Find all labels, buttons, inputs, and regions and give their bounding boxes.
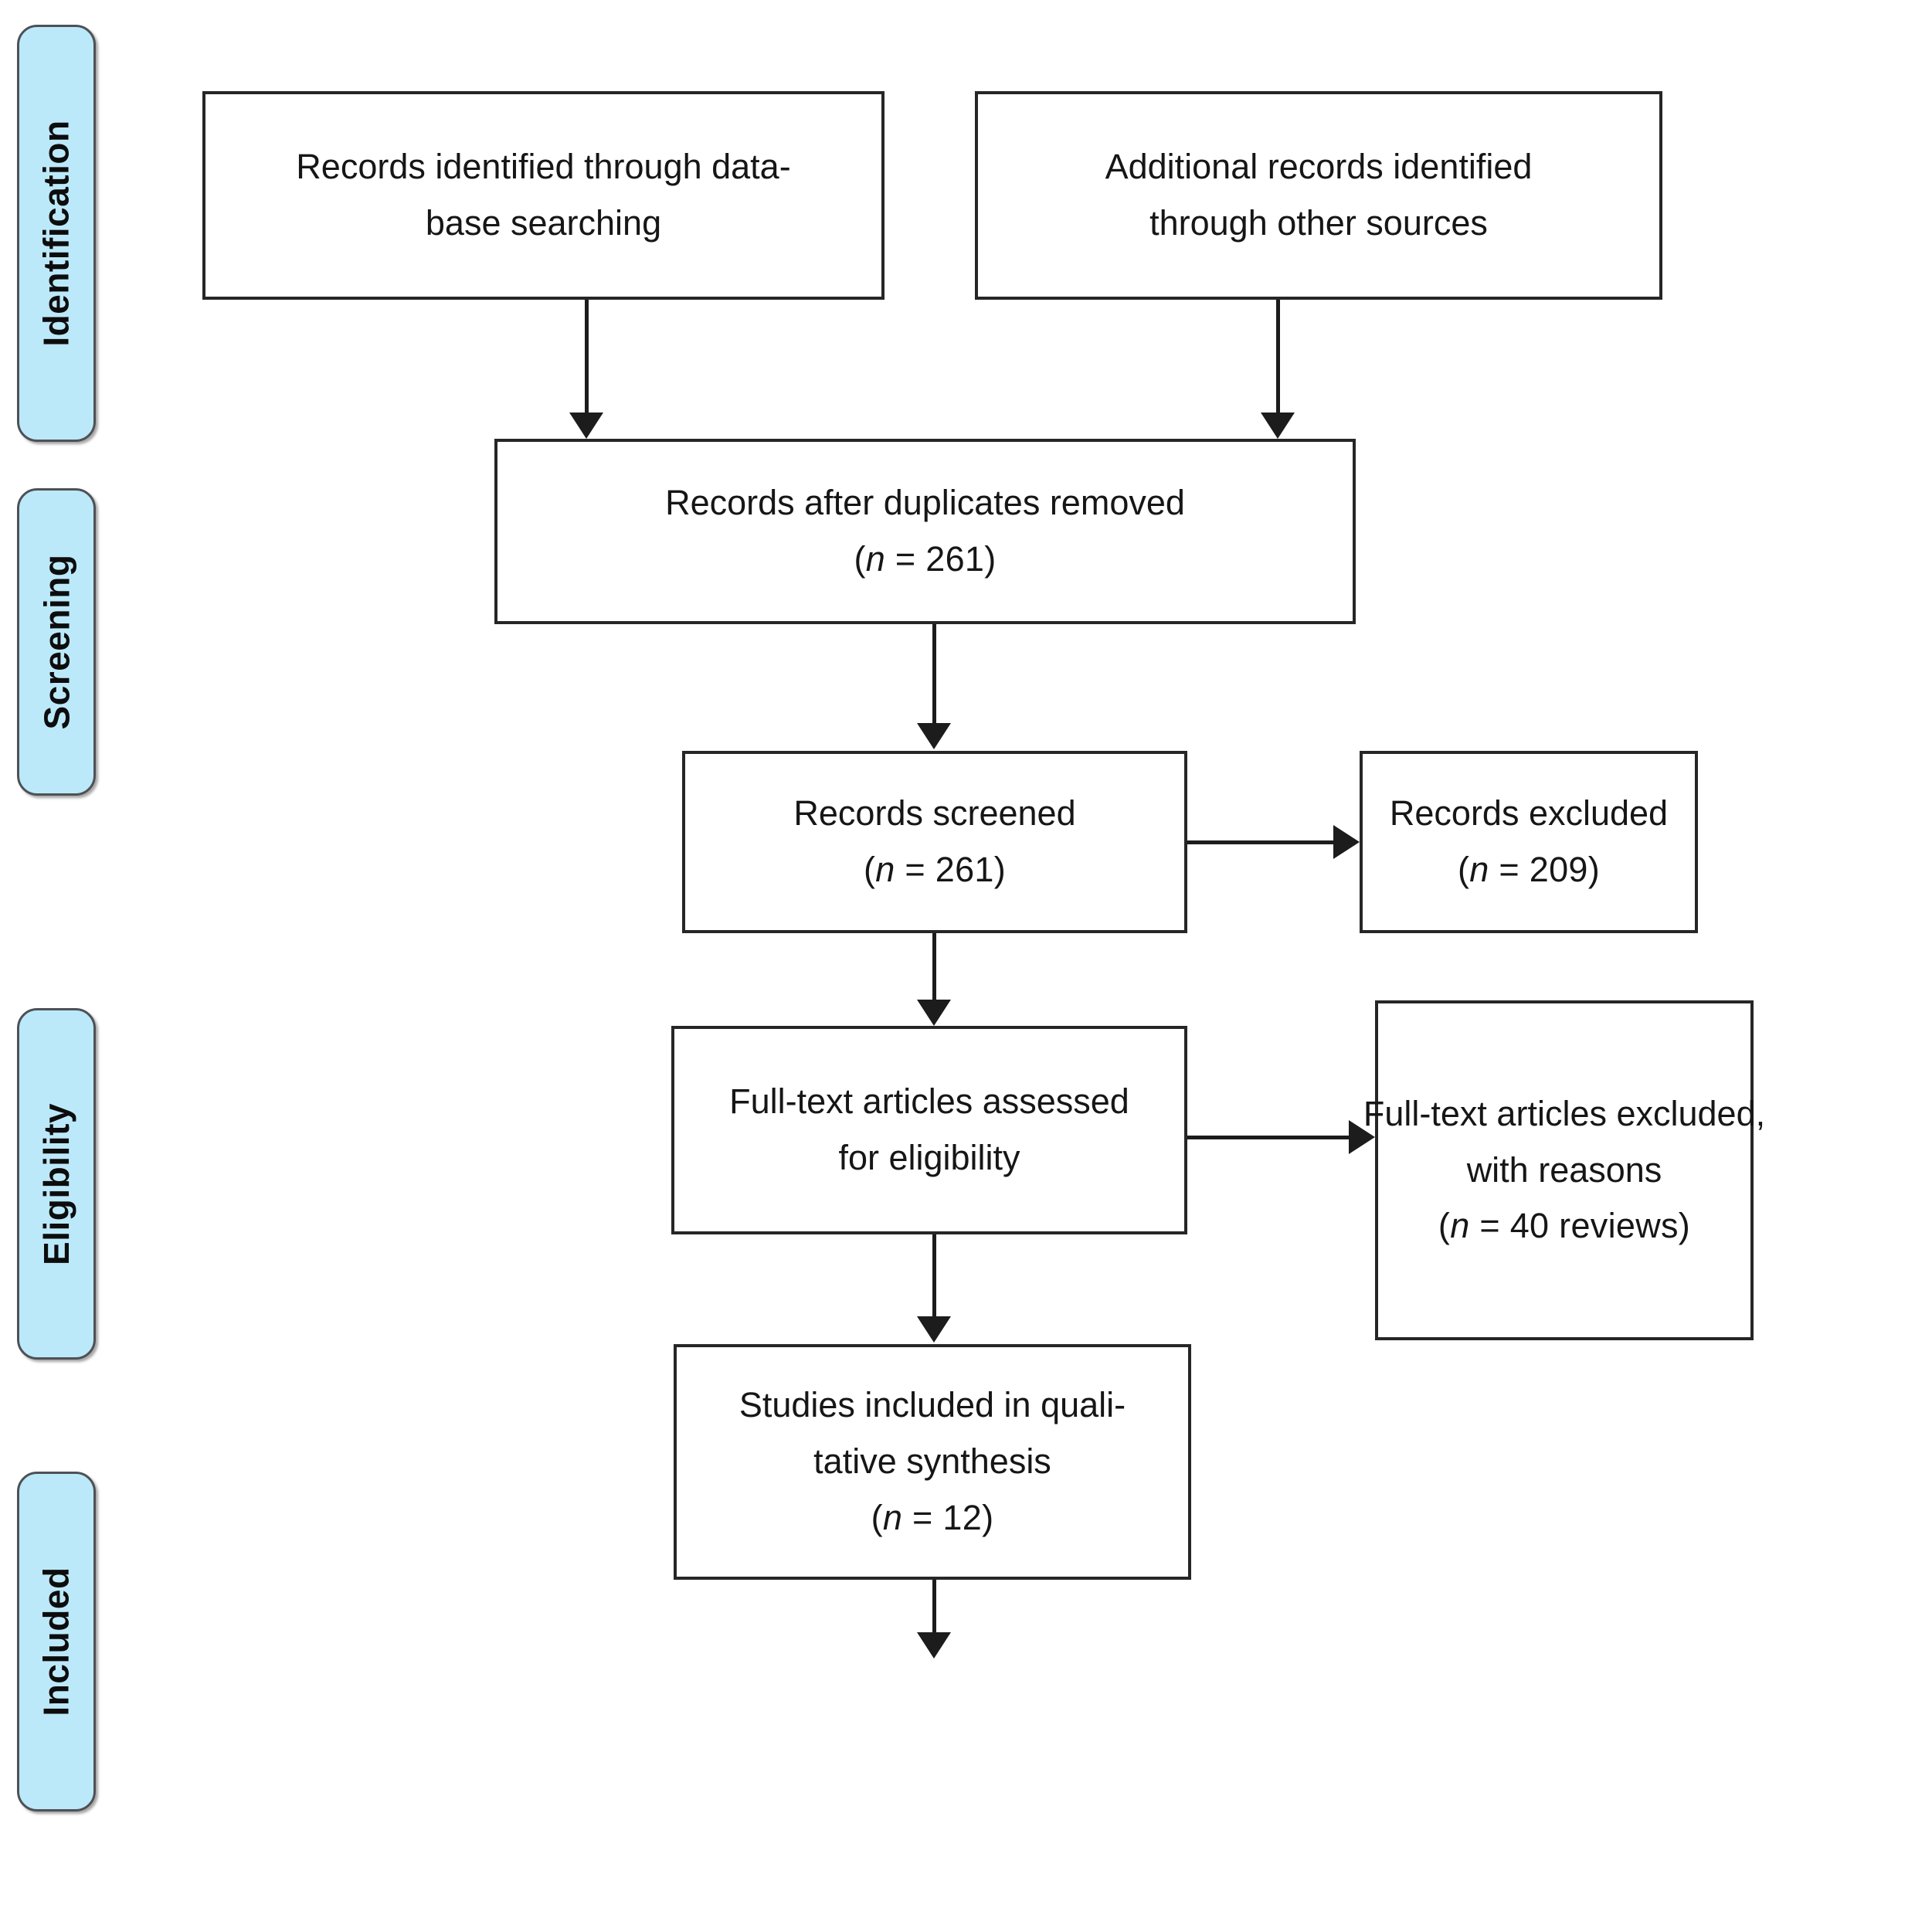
- phase-included-label: Included: [36, 1567, 76, 1716]
- count-value: 12: [942, 1497, 983, 1537]
- count-suffix: ): [1678, 1206, 1691, 1246]
- box-records-excluded-line-1: Records excluded: [1389, 793, 1669, 834]
- count-symbol: n: [865, 539, 886, 579]
- phase-eligibility-label: Eligibility: [36, 1102, 76, 1265]
- arrowhead-fulltext-to-synthesis: [917, 1316, 951, 1343]
- box-additional-records-other-sources: Additional records identified through ot…: [975, 91, 1662, 300]
- count-symbol: n: [1469, 850, 1489, 889]
- box-records-database-searching-line-1: Records identified through data-: [296, 147, 791, 187]
- count-value: 261: [935, 850, 994, 889]
- arrowhead-database-to-duplicates: [569, 413, 603, 439]
- phase-screening-label: Screening: [36, 554, 77, 730]
- box-fulltext-articles-assessed-line-1: Full-text articles assessed: [729, 1081, 1129, 1122]
- arrowhead-screened-to-excluded: [1333, 825, 1360, 859]
- box-fulltext-articles-excluded-line-1: Full-text articles excluded,: [1363, 1093, 1766, 1133]
- connector-screened-to-excluded: [1187, 840, 1336, 844]
- arrowhead-duplicates-to-screened: [917, 723, 951, 749]
- box-records-database-searching: Records identified through data- base se…: [202, 91, 885, 300]
- connector-fulltext-to-excluded: [1187, 1136, 1351, 1139]
- count-equals: =: [902, 1497, 943, 1537]
- count-prefix: (: [854, 539, 866, 579]
- count-suffix: ): [993, 850, 1007, 889]
- count-suffix: ): [1587, 850, 1601, 889]
- connector-database-to-duplicates: [585, 300, 589, 417]
- count-symbol: n: [882, 1497, 903, 1537]
- box-studies-qualitative-synthesis-line-1: Studies included in quali-: [739, 1385, 1126, 1425]
- count-symbol: n: [1450, 1206, 1470, 1246]
- box-fulltext-articles-excluded: Full-text articles excluded, with reason…: [1363, 1000, 1765, 1340]
- count-equals: =: [1469, 1206, 1510, 1246]
- box-records-database-searching-line-2: base searching: [425, 203, 662, 243]
- count-prefix: (: [1457, 850, 1470, 889]
- count-suffix: ): [982, 1497, 994, 1537]
- box-records-screened: Records screened (n = 261): [682, 751, 1187, 933]
- arrowhead-screened-to-fulltext: [917, 1000, 951, 1026]
- box-fulltext-articles-excluded-count: (n = 40 reviews): [1438, 1198, 1690, 1255]
- arrowhead-other-sources-to-duplicates: [1261, 413, 1295, 439]
- box-studies-qualitative-synthesis: Studies included in quali- tative synthe…: [674, 1344, 1191, 1580]
- count-value: 209: [1529, 850, 1588, 889]
- arrowhead-fulltext-to-excluded: [1349, 1120, 1375, 1154]
- box-records-after-duplicates-removed: Records after duplicates removed (n = 26…: [494, 439, 1356, 624]
- box-additional-records-other-sources-line-2: through other sources: [1149, 203, 1488, 243]
- count-suffix: ): [984, 539, 997, 579]
- box-studies-qualitative-synthesis-count: (n = 12): [871, 1490, 994, 1547]
- box-additional-records-other-sources-line-1: Additional records identified: [1105, 147, 1533, 187]
- count-symbol: n: [875, 850, 895, 889]
- box-fulltext-articles-excluded-line-2: with reasons: [1466, 1149, 1662, 1190]
- count-value: 40 reviews: [1509, 1206, 1679, 1246]
- phase-included: Included: [17, 1472, 96, 1811]
- count-value: 261: [925, 539, 985, 579]
- connector-duplicates-to-screened: [932, 624, 936, 725]
- count-equals: =: [885, 539, 926, 579]
- box-records-after-duplicates-removed-line-1: Records after duplicates removed: [665, 483, 1185, 523]
- box-fulltext-articles-assessed-line-2: for eligibility: [838, 1138, 1020, 1177]
- arrowhead-synthesis-outflow: [917, 1632, 951, 1659]
- box-records-after-duplicates-removed-count: (n = 261): [854, 531, 996, 588]
- connector-synthesis-outflow: [932, 1580, 936, 1635]
- box-fulltext-articles-assessed: Full-text articles assessed for eligibil…: [671, 1026, 1187, 1234]
- connector-screened-to-fulltext: [932, 933, 936, 1001]
- phase-identification-label: Identification: [36, 120, 77, 347]
- box-studies-qualitative-synthesis-line-2: tative synthesis: [813, 1441, 1051, 1482]
- count-equals: =: [895, 850, 935, 889]
- connector-other-sources-to-duplicates: [1276, 300, 1280, 417]
- count-prefix: (: [871, 1497, 883, 1537]
- count-prefix: (: [1438, 1206, 1451, 1246]
- box-records-screened-count: (n = 261): [864, 842, 1006, 898]
- count-prefix: (: [863, 850, 876, 889]
- phase-identification: Identification: [17, 25, 96, 442]
- connector-fulltext-to-synthesis: [932, 1234, 936, 1318]
- count-equals: =: [1489, 850, 1530, 889]
- phase-eligibility: Eligibility: [17, 1008, 96, 1360]
- box-records-screened-line-1: Records screened: [793, 793, 1076, 834]
- box-records-excluded-count: (n = 209): [1458, 842, 1600, 898]
- box-records-excluded: Records excluded (n = 209): [1360, 751, 1698, 933]
- phase-screening: Screening: [17, 488, 96, 796]
